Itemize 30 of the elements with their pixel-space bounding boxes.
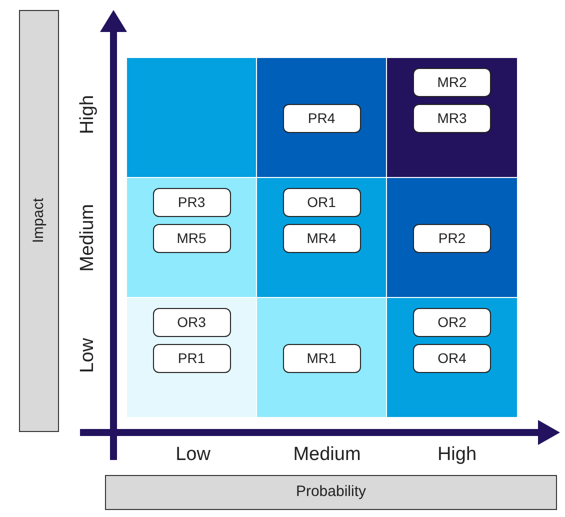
matrix-cell bbox=[127, 298, 256, 417]
axis-tick-label: Low bbox=[76, 338, 99, 372]
risk-tag: MR3 bbox=[413, 104, 491, 133]
risk-tag: OR2 bbox=[413, 308, 491, 337]
matrix-cell bbox=[127, 58, 256, 177]
axis-tick-label: High bbox=[437, 442, 477, 467]
risk-tag: OR1 bbox=[282, 188, 360, 217]
matrix-cell bbox=[387, 298, 517, 417]
risk-tag: MR2 bbox=[413, 68, 491, 97]
matrix-cell bbox=[257, 58, 386, 177]
risk-tag: PR2 bbox=[413, 224, 491, 253]
matrix-cell bbox=[257, 178, 386, 297]
matrix-cell bbox=[387, 58, 517, 177]
axis-tick-label: Medium bbox=[76, 204, 99, 272]
axis-tick-label: Medium bbox=[293, 442, 361, 467]
matrix-cell bbox=[127, 178, 256, 297]
matrix-cell bbox=[257, 298, 386, 417]
risk-tag: OR3 bbox=[152, 308, 230, 337]
risk-tag: MR1 bbox=[282, 344, 360, 373]
axis-title-box: Impact bbox=[19, 10, 59, 432]
risk-tag: PR3 bbox=[152, 188, 230, 217]
axis-tick-label: High bbox=[76, 95, 99, 135]
risk-tag: OR4 bbox=[413, 344, 491, 373]
matrix-cell bbox=[387, 178, 517, 297]
risk-tag: PR4 bbox=[282, 104, 360, 133]
risk-tag: MR4 bbox=[282, 224, 360, 253]
axis-title-box: Probability bbox=[105, 475, 557, 510]
risk-tag: PR1 bbox=[152, 344, 230, 373]
risk-tag: MR5 bbox=[152, 224, 230, 253]
axis-tick-label: Low bbox=[176, 442, 210, 467]
